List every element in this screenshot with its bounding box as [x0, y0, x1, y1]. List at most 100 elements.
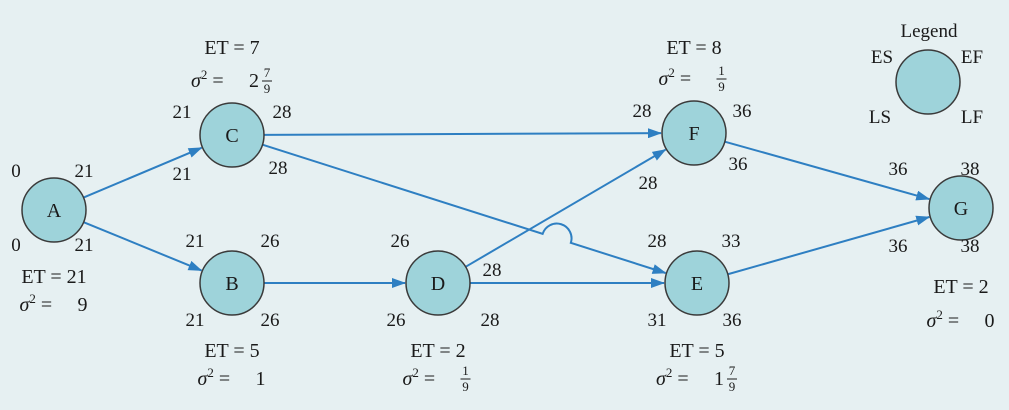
edge-c-e — [262, 143, 667, 274]
node-b-es: 21 — [186, 231, 205, 252]
node-a-ef: 21 — [75, 161, 94, 182]
node-c-id: C — [225, 125, 238, 147]
node-d-ef: 28 — [483, 260, 502, 281]
node-e-lf: 36 — [723, 310, 742, 331]
node-b-variance-symbol: σ2 = — [198, 365, 231, 390]
node-c-variance-whole: 2 — [249, 70, 259, 92]
node-e-es: 28 — [648, 231, 667, 252]
edge-f-g — [724, 140, 931, 201]
node-f-id: F — [688, 123, 699, 145]
node-g-variance-symbol: σ2 = — [927, 307, 960, 332]
node-g-ls: 36 — [889, 236, 908, 257]
node-a-circle — [21, 177, 87, 243]
node-f-variance: σ2 = 19 — [659, 63, 727, 94]
node-a-et: ET = 21 — [21, 266, 86, 288]
legend-ls-label: LS — [869, 107, 891, 128]
edge-a-c — [83, 146, 203, 199]
node-f-et: ET = 8 — [666, 37, 721, 59]
node-d-circle — [405, 250, 471, 316]
node-d-variance-num: 1 — [462, 363, 469, 378]
node-a-id: A — [47, 200, 62, 222]
legend-node — [895, 49, 961, 115]
node-d-variance-symbol: σ2 = — [403, 365, 436, 390]
node-b-id: B — [225, 273, 238, 295]
node-g-variance-whole: 0 — [985, 310, 995, 332]
legend: Legend ES EF LS LF — [869, 21, 983, 128]
node-f-ls: 28 — [639, 173, 658, 194]
node-g-es: 36 — [889, 159, 908, 180]
edge-c-f — [263, 128, 662, 139]
node-b-ef: 26 — [261, 231, 280, 252]
node-a: A 0 21 0 21 ET = 21 σ2 = 9 — [11, 161, 93, 316]
node-b-variance-whole: 1 — [256, 368, 266, 390]
node-a-variance-whole: 9 — [78, 294, 88, 316]
legend-title: Legend — [901, 21, 958, 42]
node-d-ls: 26 — [387, 310, 406, 331]
node-a-lf: 21 — [75, 235, 94, 256]
node-b-variance: σ2 = 1 — [198, 365, 266, 390]
edge-d-f — [465, 148, 667, 268]
node-d-et: ET = 2 — [410, 340, 465, 362]
node-e-variance-symbol: σ2 = — [656, 365, 689, 390]
node-f-es: 28 — [633, 101, 652, 122]
node-c-es: 21 — [173, 102, 192, 123]
node-g: G 36 38 36 38 ET = 2 σ2 = 0 — [889, 159, 995, 332]
node-e-variance-whole: 1 — [714, 368, 724, 390]
node-g-et: ET = 2 — [933, 276, 988, 298]
edge-a-b — [83, 221, 203, 272]
node-a-variance: σ2 = 9 — [20, 291, 88, 316]
node-c-circle — [199, 102, 265, 168]
node-d-id: D — [431, 273, 445, 295]
node-b-circle — [199, 250, 265, 316]
node-c-lf: 28 — [269, 158, 288, 179]
node-d-lf: 28 — [481, 310, 500, 331]
node-c-ef: 28 — [273, 102, 292, 123]
node-e-variance-num: 7 — [729, 363, 736, 378]
node-b-et: ET = 5 — [204, 340, 259, 362]
node-d-es: 26 — [391, 231, 410, 252]
node-a-es: 0 — [11, 161, 21, 182]
node-b-ls: 21 — [186, 310, 205, 331]
node-g-ef: 38 — [961, 159, 980, 180]
node-e-ef: 33 — [722, 231, 741, 252]
node-g-id: G — [954, 198, 968, 220]
legend-ef-label: EF — [961, 47, 983, 68]
edge-e-g — [727, 215, 931, 276]
node-f-variance-den: 9 — [718, 79, 725, 94]
node-e-id: E — [691, 273, 703, 295]
node-f-circle — [661, 100, 727, 166]
node-a-ls: 0 — [11, 235, 21, 256]
node-g-lf: 38 — [961, 236, 980, 257]
node-f-variance-num: 1 — [718, 63, 725, 78]
node-e-ls: 31 — [648, 310, 667, 331]
node-c-variance-symbol: σ2 = — [191, 67, 224, 92]
node-c-variance-num: 7 — [264, 65, 271, 80]
legend-es-label: ES — [871, 47, 893, 68]
node-c-ls: 21 — [173, 164, 192, 185]
node-a-variance-symbol: σ2 = — [20, 291, 53, 316]
node-e-circle — [664, 250, 730, 316]
node-d-variance-den: 9 — [462, 379, 469, 394]
node-e-variance-den: 9 — [729, 379, 736, 394]
node-b-lf: 26 — [261, 310, 280, 331]
node-e-et: ET = 5 — [669, 340, 724, 362]
edges-layer — [83, 128, 931, 288]
node-g-variance: σ2 = 0 — [927, 307, 995, 332]
node-f-variance-symbol: σ2 = — [659, 65, 692, 90]
node-f-lf: 36 — [729, 154, 748, 175]
node-d-variance: σ2 = 19 — [403, 363, 471, 394]
node-c-variance-den: 9 — [264, 81, 271, 96]
node-c-et: ET = 7 — [204, 37, 259, 59]
node-g-circle — [928, 175, 994, 241]
node-f-ef: 36 — [733, 101, 752, 122]
legend-lf-label: LF — [961, 107, 983, 128]
